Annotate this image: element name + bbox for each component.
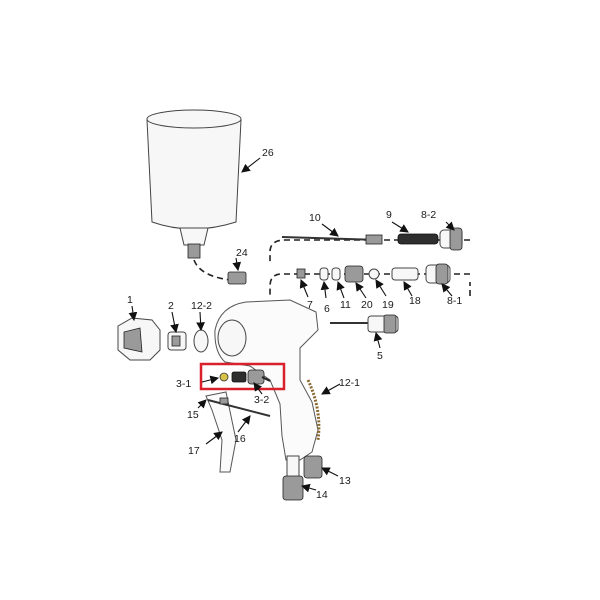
fluid-needle (281, 234, 383, 245)
label-19: 19 (382, 299, 394, 311)
label-7: 7 (307, 299, 313, 311)
cup-connector (193, 259, 247, 285)
part-labels: 26 24 10 9 8-2 7 6 11 20 19 18 8-1 1 2 1… (127, 147, 462, 501)
label-8-1: 8-1 (447, 295, 462, 307)
trigger-pin (207, 397, 271, 417)
paint-cup (146, 109, 242, 259)
label-14: 14 (316, 489, 328, 501)
label-15: 15 (187, 409, 199, 421)
label-20: 20 (361, 299, 373, 311)
label-9: 9 (386, 209, 392, 221)
leader-lines (128, 157, 455, 493)
highlight-box (199, 362, 286, 391)
label-24: 24 (236, 247, 248, 259)
label-6: 6 (324, 303, 330, 315)
label-12-1: 12-1 (339, 377, 360, 389)
label-10: 10 (309, 212, 321, 224)
label-1: 1 (127, 294, 133, 306)
needle-spring (397, 233, 439, 245)
label-13: 13 (339, 475, 351, 487)
fluid-nozzle (167, 331, 187, 351)
fan-adjust-valve (330, 314, 399, 334)
label-3-1: 3-1 (176, 378, 191, 390)
label-26: 26 (262, 147, 274, 159)
adjust-knob-8-2 (439, 227, 463, 251)
label-5: 5 (377, 350, 383, 362)
valve-stem-parts (219, 369, 271, 385)
assembly-guides (269, 239, 471, 296)
label-3-2: 3-2 (254, 394, 269, 406)
air-fitting-14 (282, 455, 304, 501)
gun-body (214, 299, 321, 461)
label-2: 2 (168, 300, 174, 312)
label-8-2: 8-2 (421, 209, 436, 221)
baffle-ring (193, 329, 209, 353)
air-inlet-13 (303, 455, 323, 479)
air-cap (117, 317, 161, 361)
label-18: 18 (409, 295, 421, 307)
air-valve-parts (296, 263, 451, 285)
label-11: 11 (340, 299, 351, 311)
label-17: 17 (188, 445, 200, 457)
label-12-2: 12-2 (191, 300, 212, 312)
label-16: 16 (234, 433, 246, 445)
